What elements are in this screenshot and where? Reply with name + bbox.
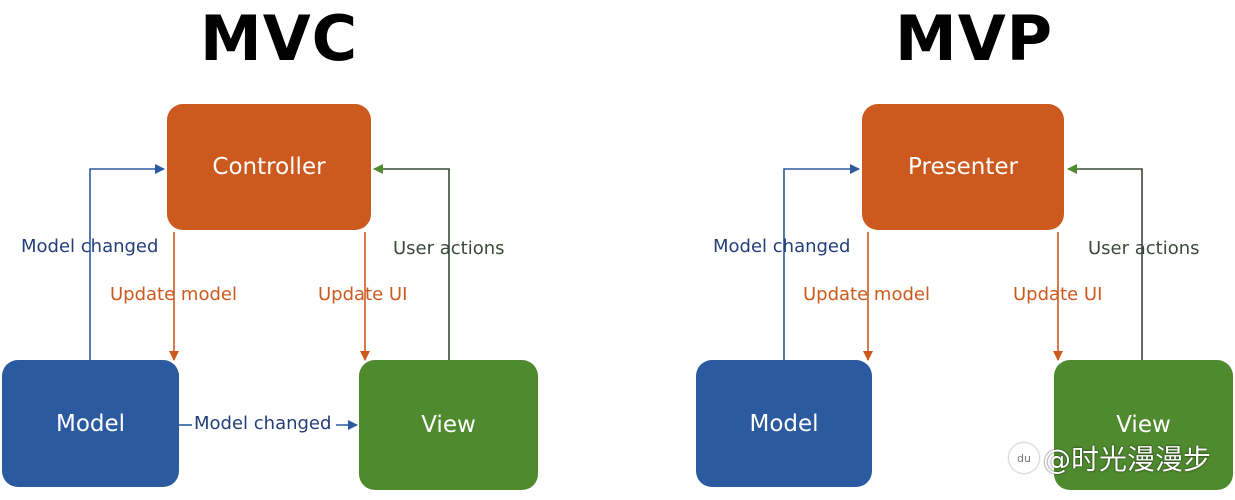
paw-icon: du (1008, 443, 1039, 473)
mvc-view-to-controller-arrow (373, 164, 450, 360)
mvp-title: MVP (895, 2, 1054, 75)
mvp-model-to-presenter-arrow (783, 164, 860, 360)
mvc-model-changed-label: Model changed (21, 236, 159, 257)
mvp-view-to-presenter-arrow (1067, 164, 1143, 360)
mvc-model-box: Model (2, 360, 179, 487)
mvp-user-actions-label: User actions (1088, 238, 1200, 259)
mvp-update-ui-label: Update UI (1013, 284, 1103, 305)
mvp-presenter-box: Presenter (862, 104, 1064, 230)
watermark-text: @时光漫漫步 (1042, 443, 1211, 476)
mvp-model-changed-label: Model changed (713, 236, 851, 257)
mvc-update-ui-label: Update UI (318, 284, 408, 305)
mvc-controller-box: Controller (167, 104, 371, 230)
mvc-title: MVC (200, 2, 359, 75)
watermark: du @时光漫漫步 (1008, 438, 1211, 478)
mvc-model-changed-bottom-label: Model changed (194, 413, 332, 434)
mvc-update-model-label: Update model (110, 284, 237, 305)
mvp-update-model-label: Update model (803, 284, 930, 305)
mvp-view-box: View (1054, 360, 1233, 490)
mvp-model-box: Model (696, 360, 872, 487)
mvc-user-actions-label: User actions (393, 238, 505, 259)
mvc-model-to-controller-arrow (89, 164, 165, 360)
mvc-view-box: View (359, 360, 538, 490)
